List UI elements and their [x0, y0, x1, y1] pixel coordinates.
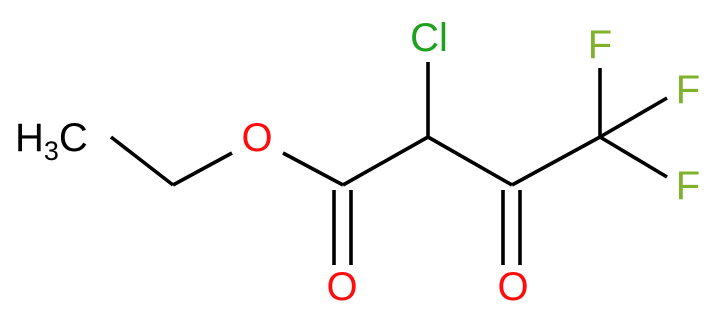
- bond-cf3-fluorine-lower-right: [599, 135, 668, 179]
- atom-labels: H3C O O O Cl F F F: [15, 16, 700, 309]
- fluorine-lower-right-label: F: [676, 164, 700, 208]
- methyl-label: H3C: [15, 116, 88, 166]
- ester-carbonyl-oxygen-label: O: [326, 265, 357, 309]
- bond-cf3-fluorine-upper-right: [599, 96, 668, 139]
- methyl-subscript: 3: [44, 136, 59, 166]
- bond-carbonyl-carbon-alpha-carbon: [342, 135, 429, 187]
- ketone-oxygen-label: O: [497, 265, 528, 309]
- bonds: [109, 62, 668, 265]
- ester-oxygen-label: O: [241, 116, 272, 160]
- fluorine-upper-right-label: F: [676, 68, 700, 112]
- methyl-carbon: C: [59, 116, 88, 160]
- bond-alpha-carbon-ketone-carbon: [427, 135, 513, 187]
- chlorine-label: Cl: [410, 16, 448, 60]
- bond-ketone-carbon-cf3-carbon: [511, 135, 601, 187]
- bond-ester-oxygen-carbonyl-carbon: [282, 151, 344, 187]
- bond-methyl-ch2: [109, 135, 175, 187]
- fluorine-top-label: F: [588, 23, 612, 67]
- methyl-hydrogen: H: [15, 116, 44, 160]
- bond-ch2-ester-oxygen: [172, 151, 233, 187]
